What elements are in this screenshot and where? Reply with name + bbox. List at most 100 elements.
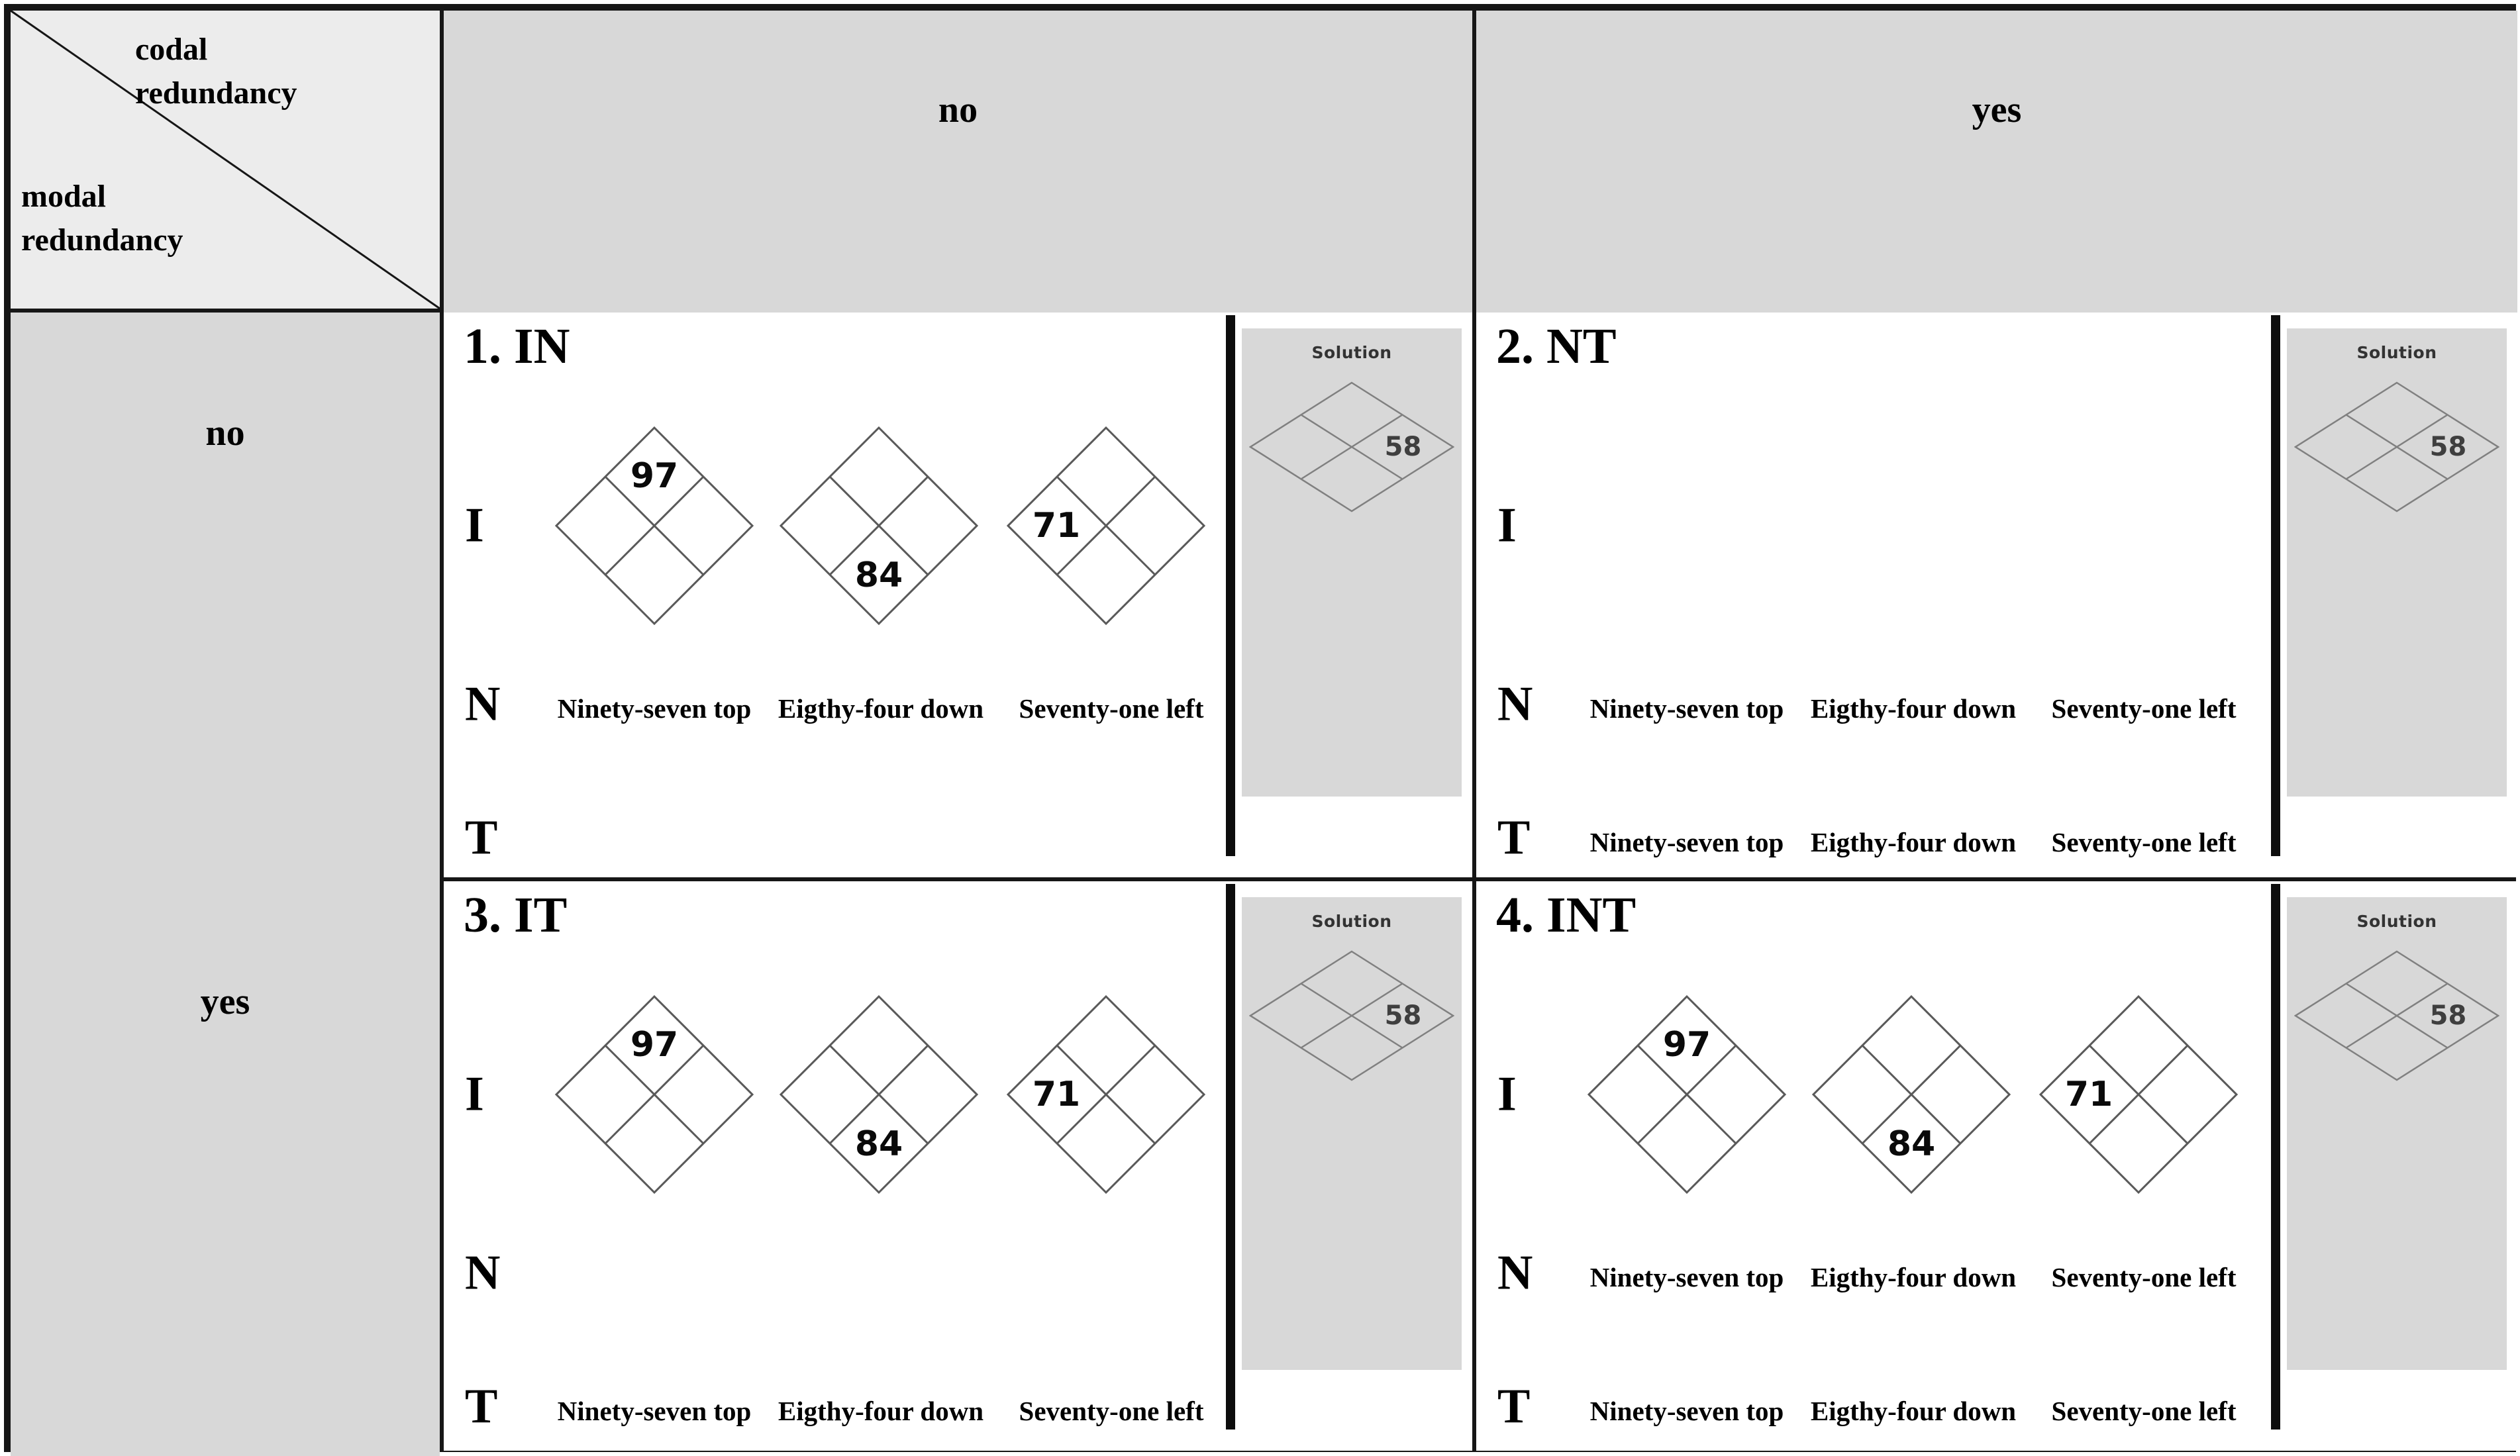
solution-value: 58: [1384, 1000, 1422, 1031]
stimulus-phrase: Eigthy-four down: [1810, 693, 2017, 724]
diamond-number: 71: [2064, 1075, 2113, 1114]
solution-box: Solution 58: [2287, 897, 2507, 1370]
row-label-n: N: [465, 1245, 501, 1300]
solution-title: Solution: [1311, 343, 1392, 362]
row-label-n: N: [1497, 677, 1533, 732]
stimulus-diamond: 97: [1588, 995, 1786, 1194]
four-quadrant-diamond-icon: [780, 426, 978, 625]
stimulus-phrase: Eigthy-four down: [778, 1396, 984, 1426]
separator-bar: [1226, 315, 1235, 856]
stimulus-phrase: Seventy-one left: [1019, 693, 1204, 724]
solution-diamond: 58: [1249, 950, 1454, 1081]
separator-bar: [1226, 884, 1235, 1430]
four-quadrant-diamond-icon: [555, 995, 754, 1194]
stimulus-diamond: 97: [555, 426, 754, 625]
diamond-number: 71: [1032, 506, 1081, 546]
solution-box: Solution 58: [2287, 328, 2507, 797]
four-quadrant-diamond-icon: [555, 426, 754, 625]
stimulus-phrase: Seventy-one left: [2051, 1396, 2237, 1426]
column-header-yes-label: yes: [1972, 89, 2022, 130]
solution-diamond-icon: [2294, 381, 2499, 512]
solution-diamond-icon: [1249, 381, 1454, 512]
separator-bar: [2271, 884, 2280, 1430]
stimulus-diamond: 71: [2039, 995, 2238, 1194]
stimulus-phrase: Ninety-seven top: [1589, 1396, 1784, 1426]
four-quadrant-diamond-icon: [1007, 995, 1205, 1194]
row-header-no-label: no: [205, 413, 245, 454]
diamond-number: 84: [1887, 1124, 1936, 1164]
solution-diamond-icon: [2294, 950, 2499, 1081]
four-quadrant-diamond-icon: [1588, 995, 1786, 1194]
row-label-t: T: [1497, 1379, 1531, 1434]
row-label-i: I: [1497, 1067, 1517, 1122]
column-header-no-label: no: [938, 89, 978, 130]
row-header-no: no: [11, 313, 440, 977]
row-label-n: N: [465, 677, 501, 732]
four-quadrant-diamond-icon: [1812, 995, 2011, 1194]
cell-title: 3. IT: [464, 887, 568, 943]
solution-title: Solution: [1311, 912, 1392, 931]
row-label-t: T: [465, 810, 498, 865]
stimulus-diamond: 84: [780, 995, 978, 1194]
four-quadrant-diamond-icon: [1007, 426, 1205, 625]
stimulus-phrase: Ninety-seven top: [557, 693, 752, 724]
row-label-n: N: [1497, 1245, 1533, 1300]
diamond-number: 97: [630, 456, 679, 496]
solution-diamond: 58: [2294, 950, 2499, 1081]
row-label-i: I: [465, 498, 484, 553]
stimulus-diamond: 97: [555, 995, 754, 1194]
solution-value: 58: [2429, 1000, 2467, 1031]
stimulus-diamond: 71: [1007, 426, 1205, 625]
solution-diamond: 58: [2294, 381, 2499, 512]
diagonal-divider-line: [11, 11, 440, 309]
diamond-number: 84: [854, 1124, 903, 1164]
stimulus-phrase: Eigthy-four down: [1810, 1396, 2017, 1426]
stimulus-phrase: Seventy-one left: [2051, 1262, 2237, 1292]
codal-redundancy-label: codal redundancy: [135, 32, 297, 111]
diamond-number: 84: [854, 556, 903, 595]
four-quadrant-diamond-icon: [2039, 995, 2238, 1194]
stimulus-diamond: 71: [1007, 995, 1205, 1194]
solution-title: Solution: [2356, 343, 2437, 362]
stimulus-diamond: 84: [1812, 995, 2011, 1194]
cell-title: 2. NT: [1496, 318, 1617, 374]
stimulus-phrase: Ninety-seven top: [557, 1396, 752, 1426]
stimulus-phrase: Ninety-seven top: [1589, 693, 1784, 724]
diamond-number: 97: [1662, 1025, 1711, 1065]
solution-box: Solution 58: [1242, 897, 1462, 1370]
stimulus-phrase: Seventy-one left: [2051, 827, 2237, 857]
stimulus-phrase: Eigthy-four down: [778, 693, 984, 724]
solution-diamond-icon: [1249, 950, 1454, 1081]
row-label-t: T: [1497, 810, 1531, 865]
row-header-yes: yes: [11, 881, 440, 1456]
separator-bar: [2271, 315, 2280, 856]
diamond-number: 71: [1032, 1075, 1081, 1114]
stimulus-phrase: Ninety-seven top: [1589, 827, 1784, 857]
stimulus-phrase: Ninety-seven top: [1589, 1262, 1784, 1292]
solution-diamond: 58: [1249, 381, 1454, 512]
cell-title: 1. IN: [464, 318, 570, 374]
table-grid: codal redundancy modal redundancy no yes…: [4, 4, 2517, 1456]
four-quadrant-diamond-icon: [780, 995, 978, 1194]
solution-box: Solution 58: [1242, 328, 1462, 797]
stimulus-phrase: Seventy-one left: [1019, 1396, 1204, 1426]
row-label-t: T: [465, 1379, 498, 1434]
stimulus-phrase: Eigthy-four down: [1810, 827, 2017, 857]
cell-title: 4. INT: [1496, 887, 1637, 943]
solution-value: 58: [1384, 432, 1422, 462]
solution-title: Solution: [2356, 912, 2437, 931]
stimulus-diamond: 84: [780, 426, 978, 625]
stimulus-phrase: Eigthy-four down: [1810, 1262, 2017, 1292]
row-label-i: I: [465, 1067, 484, 1122]
solution-value: 58: [2429, 432, 2467, 462]
diamond-number: 97: [630, 1025, 679, 1065]
corner-header-cell: codal redundancy modal redundancy: [11, 11, 440, 309]
row-label-i: I: [1497, 498, 1517, 553]
modal-redundancy-label: modal redundancy: [21, 179, 183, 258]
stimulus-phrase: Seventy-one left: [2051, 693, 2237, 724]
